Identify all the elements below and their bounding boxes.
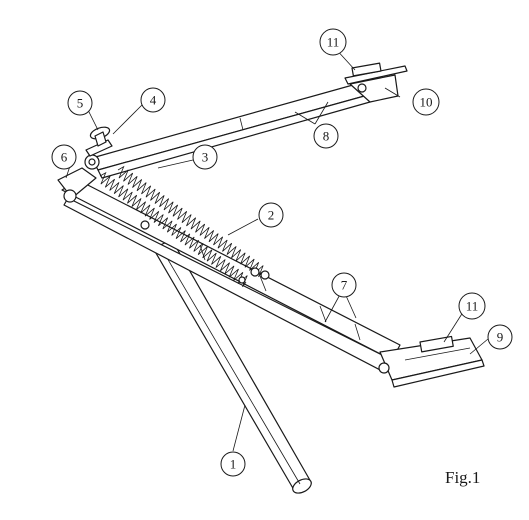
svg-text:1: 1	[230, 457, 237, 472]
callout-11-top: 11	[319, 28, 347, 56]
leader-lines	[65, 46, 489, 452]
spring-2	[99, 171, 248, 288]
svg-text:10: 10	[420, 95, 433, 110]
svg-text:11: 11	[327, 35, 340, 50]
callout-4: 4	[140, 87, 166, 113]
svg-text:9: 9	[497, 330, 504, 345]
callout-9: 9	[487, 324, 513, 350]
callout-7: 7	[331, 272, 357, 298]
callout-3: 3	[192, 144, 218, 170]
svg-text:6: 6	[61, 150, 68, 165]
callout-6: 6	[51, 144, 77, 170]
callout-2: 2	[258, 202, 284, 228]
callout-5: 5	[67, 90, 93, 116]
svg-text:7: 7	[341, 278, 348, 293]
svg-text:11: 11	[466, 299, 479, 314]
svg-text:2: 2	[268, 208, 275, 223]
hinge-assembly	[57, 126, 113, 203]
svg-text:4: 4	[150, 93, 157, 108]
spring-3	[117, 165, 264, 278]
spring-anchors	[140, 220, 270, 284]
leg-tube	[152, 239, 312, 494]
svg-text:5: 5	[77, 96, 84, 111]
svg-text:3: 3	[202, 150, 209, 165]
callout-11-bottom: 11	[458, 292, 486, 320]
callout-8: 8	[313, 123, 339, 149]
callout-1: 1	[220, 451, 246, 477]
svg-text:8: 8	[323, 129, 330, 144]
callout-10: 10	[412, 88, 440, 116]
figure-label: Fig.1	[445, 468, 481, 487]
